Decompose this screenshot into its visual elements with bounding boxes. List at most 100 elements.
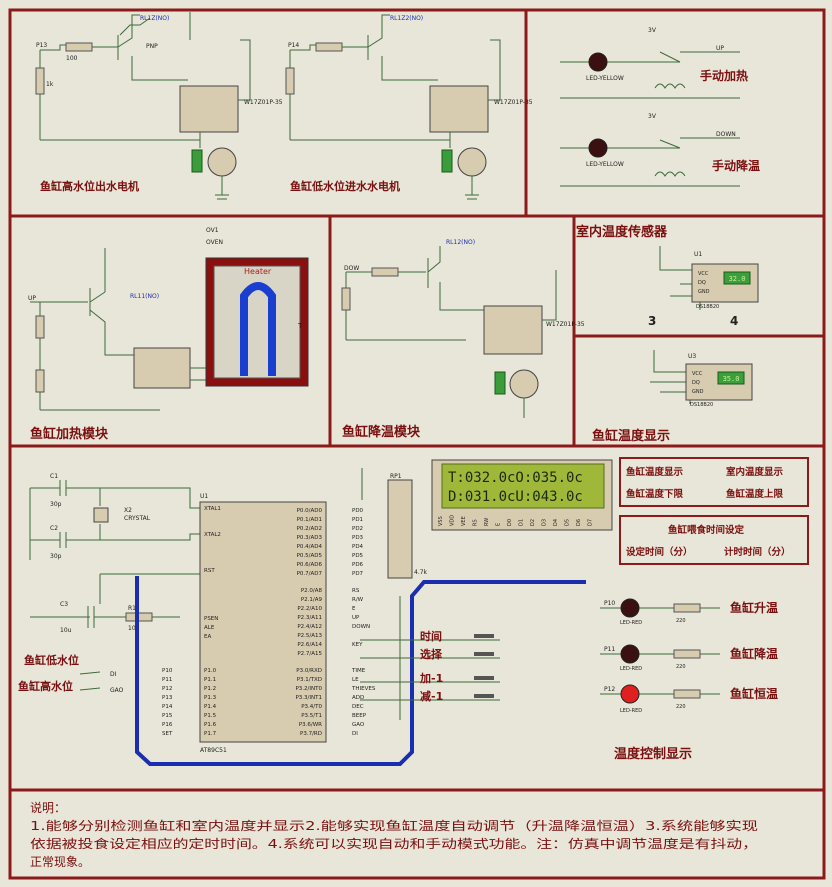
gao-net: GAO [110,687,124,694]
lcd-pin-label: D5 [565,519,571,526]
note-line-2: 依据被投食设定相应的定时时间。4.系统可以实现自动和手动模式功能。注：仿真中调节… [30,836,758,851]
relay-label-a: RL1Z(NO) [140,15,169,22]
mcu-pin-p1: P1.1 [204,677,216,683]
mcu-net-p2: R/W [352,597,364,603]
p11-net: P11 [604,646,615,653]
r1-value: 10k [128,625,140,632]
led-down-label: 鱼缸降温 [730,646,778,661]
lcd-pin-label: D4 [553,519,559,526]
relay-label-b: RL1Z2(NO) [390,15,423,22]
button-plus[interactable] [474,676,494,680]
mcu-pin-p3: P3.6/WR [299,722,322,728]
mcu-net-p3: GAO [352,722,365,728]
dow-net: DOW [344,265,359,272]
lcd-line-2: D:031.0cU:043.0c [448,489,583,505]
rp-value: 4.7k [414,569,428,576]
legend-tank-temp: 鱼缸温度显示 [626,466,684,478]
mcu-net-p2: E [352,606,356,612]
mcu-net-p1: P14 [162,704,173,710]
mcu-pin-p0: P0.7/AD7 [297,571,323,577]
lcd-pin-label: D2 [530,519,536,526]
button-wires [360,596,500,720]
lcd-pin-label: VSS [438,516,444,526]
tank-sensor-ref: U3 [688,353,696,360]
mcu-net-p1: P15 [162,713,173,719]
led-yellow-label-2: LED-YELLOW [586,161,624,168]
p13-label: P13 [36,42,47,49]
mcu-pin-left: ALE [204,625,215,631]
room-sensor-title: 室内温度传感器 [576,224,668,240]
mcu-pin-left: EA [204,634,211,640]
feed-box [619,515,809,565]
lcd-pin-label: VDD [450,515,456,526]
pin-label-4: 4 [730,314,738,328]
room-sensor-ref: U1 [694,251,702,258]
water-switches [79,671,101,691]
mcu-pin-p0: P0.6/AD6 [297,562,323,568]
rp1-label: RP1 [390,473,402,480]
mcu-net-p0: PD1 [352,517,363,523]
heater-label: Heater [244,267,272,276]
crystal-ref: X2 [124,507,132,514]
mcu-net-p1: P16 [162,722,173,728]
mcu-net-p2: KEY [352,642,363,648]
mcu-net-p0: PD5 [352,553,364,559]
p10-net: P10 [604,600,615,607]
button-minus-label: 减-1 [420,689,443,703]
button-select[interactable] [474,652,494,656]
lcd-pin-label: D7 [588,519,594,526]
led-const-part: LED-RED [620,708,642,714]
legend-temp-low: 鱼缸温度下限 [626,488,684,500]
room-sensor-value: 32.0 [729,275,746,283]
heat-up-net: UP [28,295,36,302]
res-const [673,689,701,699]
mcu-pin-p2: P2.6/A14 [297,642,322,648]
relay-part-d: W17Z01P-35 [546,321,585,328]
mcu-pin-p0: P0.1/AD1 [297,517,322,523]
motor-out-title: 鱼缸高水位出水电机 [40,179,139,193]
p12-net: P12 [604,686,615,693]
led-const [620,684,640,704]
lcd-pin-label: RW [484,518,490,526]
di-net: DI [110,671,117,678]
button-minus[interactable] [474,694,494,698]
resistor-pack [387,479,413,579]
tank-sensor-part: DS18B20 [690,402,713,408]
mcu-ref: U1 [200,493,208,500]
mcu-pin-left: RST [204,568,215,574]
mcu-net-p3: BEEP [352,713,367,719]
motor-in-circuit [285,14,501,200]
manual-circuit [560,51,740,187]
tank-sensor-circuit [650,350,691,404]
mcu-pin-left: XTAL1 [204,506,221,512]
legend-room-temp: 室内温度显示 [726,466,784,478]
button-time[interactable] [474,634,494,638]
mcu-net-p1: SET [162,731,173,737]
mcu-pin-p1: P1.3 [204,695,217,701]
mcu-pin-p1: P1.4 [204,704,217,710]
led-down [620,644,640,664]
mcu-part: AT89C51 [200,747,227,754]
manual-cool-label: 手动降温 [712,158,760,173]
note-title: 说明： [30,800,66,815]
lcd-pin-label: D0 [507,519,513,526]
led-yellow-label-1: LED-YELLOW [586,75,624,82]
mcu-net-p0: PD0 [352,508,364,514]
mcu-pin-p3: P3.5/T1 [301,713,322,719]
mcu-pin-labels: XTAL1XTAL2RSTPSENALEEAP1.0P10P1.1P11P1.2… [162,506,376,737]
mcu-pin-p1: P1.7 [204,731,217,737]
room-sensor-gnd: GND [698,289,710,295]
mcu-net-p2: UP [352,615,360,621]
p14-label: P14 [288,42,299,49]
relay-part-b: W17Z01P-35 [494,99,533,106]
mcu-pin-p3: P3.0/RXD [296,668,322,674]
led-yellow-2 [588,138,608,158]
led-yellow-1 [588,52,608,72]
motor-in-title: 鱼缸低水位进水水电机 [290,179,400,193]
cool-module-title: 鱼缸降温模块 [342,424,421,440]
mcu-pin-p2: P2.7/A15 [297,651,322,657]
mcu-pin-p2: P2.5/A13 [297,633,322,639]
tank-sensor-readout [717,371,745,385]
manual-heat-label: 手动加热 [700,68,748,83]
